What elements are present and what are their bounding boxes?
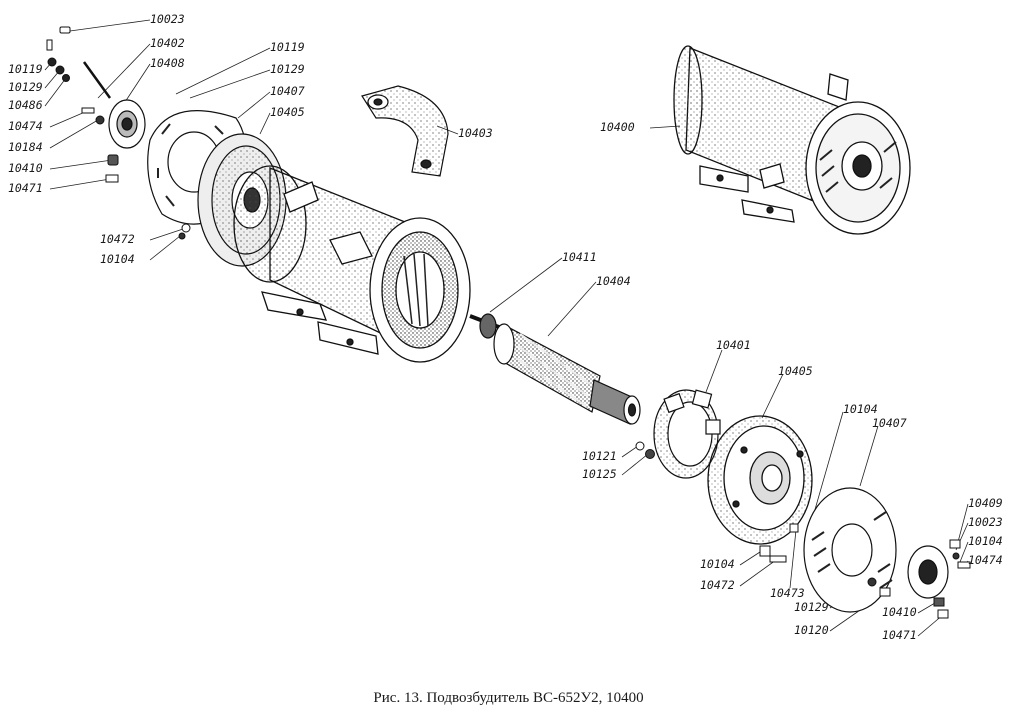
part-label: 10119 <box>8 62 43 76</box>
part-label: 10402 <box>150 36 185 50</box>
part-label: 10129 <box>8 80 43 94</box>
washer-10129 <box>47 57 57 67</box>
part-label: 10104 <box>100 252 135 266</box>
brush-lead <box>82 61 112 99</box>
part-label: 10407 <box>270 84 305 98</box>
part-label: 10023 <box>968 515 1003 529</box>
part-label: 10471 <box>882 628 917 642</box>
part-label: 10120 <box>794 623 829 637</box>
washer-10486 <box>55 65 65 75</box>
bearing-cap-10408 <box>108 99 146 149</box>
nuts-10121-10125 <box>635 441 655 459</box>
bolt-10471 <box>105 174 119 183</box>
part-label: 10104 <box>968 534 1003 548</box>
part-label: 10410 <box>8 161 43 175</box>
part-label: 10104 <box>843 402 878 416</box>
part-label: 10407 <box>872 416 907 430</box>
part-label: 10400 <box>600 120 635 134</box>
part-label: 10023 <box>150 12 185 26</box>
part-label: 10471 <box>8 181 43 195</box>
part-label: 10404 <box>596 274 631 288</box>
part-label: 10121 <box>582 449 617 463</box>
bottom-right-hardware <box>759 523 971 619</box>
stator-housing <box>233 165 471 363</box>
part-label: 10403 <box>458 126 493 140</box>
part-label: 10405 <box>270 105 305 119</box>
part-label: 10129 <box>270 62 305 76</box>
leader-lines <box>44 19 969 637</box>
screw-10023 <box>59 26 71 34</box>
part-label: 10125 <box>582 467 617 481</box>
part-label: 10104 <box>700 557 735 571</box>
part-label: 10474 <box>8 119 43 133</box>
bearing-shield-10405-right <box>707 415 813 545</box>
screw-10119 <box>46 39 53 51</box>
part-label: 10474 <box>968 553 1003 567</box>
bearing-cap-10409 <box>907 545 949 599</box>
part-label: 10119 <box>270 40 305 54</box>
figure-caption: Рис. 13. Подвозбудитель ВС-652У2, 10400 <box>373 690 644 706</box>
part-label: 10405 <box>778 364 813 378</box>
shield-bolts-left <box>178 223 191 240</box>
brush-holder-10401 <box>653 389 721 479</box>
part-label: 10410 <box>882 605 917 619</box>
part-label: 10472 <box>100 232 135 246</box>
part-label: 10129 <box>794 600 829 614</box>
part-label: 10472 <box>700 578 735 592</box>
part-label: 10411 <box>562 250 597 264</box>
assembled-exciter-10400 <box>673 45 911 235</box>
part-label: 10401 <box>716 338 751 352</box>
clamp-10403 <box>361 85 449 177</box>
armature-10404 <box>469 313 641 425</box>
part-label: 10486 <box>8 98 43 112</box>
part-label: 10184 <box>8 140 43 154</box>
top-left-hardware <box>46 26 119 183</box>
nut-10410 <box>107 154 119 166</box>
part-label: 10473 <box>770 586 805 600</box>
part-label: 10408 <box>150 56 185 70</box>
bolt-10474 <box>81 107 95 114</box>
part-label: 10409 <box>968 496 1003 510</box>
